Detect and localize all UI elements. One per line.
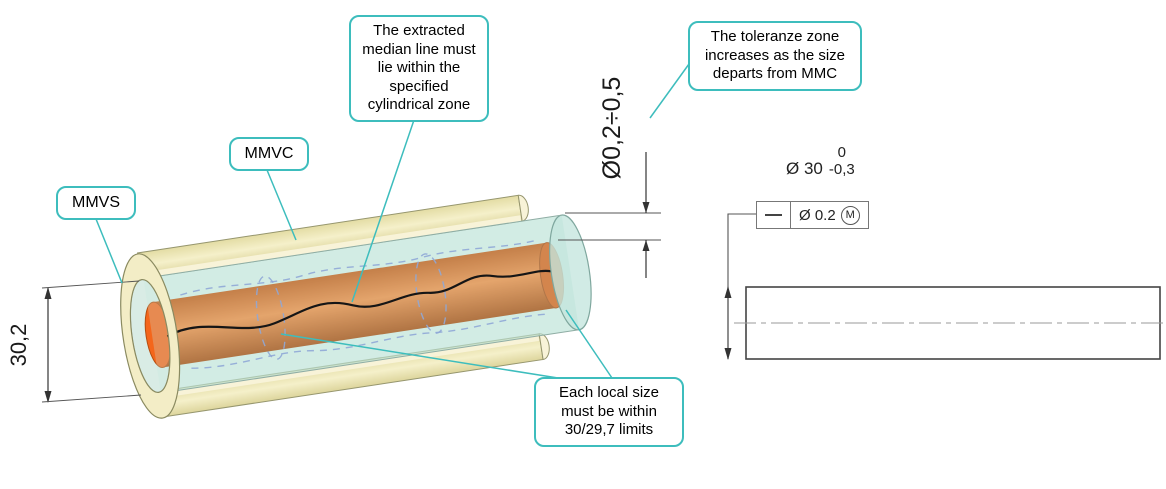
dim-mmvs-ext-bottom — [41, 394, 142, 403]
tolerance-zone-bottom-edge — [160, 329, 580, 394]
callout-local-size: Each local size must be within 30/29,7 l… — [534, 377, 684, 447]
leader-lines — [95, 63, 690, 379]
dim-mmvs-arrow-top — [44, 287, 52, 299]
lower-deviation: -0,3 — [828, 161, 855, 179]
drawing-2d — [724, 213, 1166, 360]
size-dim-arrow-bottom — [724, 348, 732, 360]
size-dimension-text: Ø 30 0 -0,3 — [786, 144, 855, 179]
actual-surface-dashed-bottom — [191, 313, 550, 369]
fcf-symbol-cell — [757, 202, 790, 228]
leader-mmvc — [266, 169, 297, 241]
straightness-symbol-icon — [765, 214, 782, 216]
dim-mmvs-arrow-bottom — [44, 391, 52, 403]
leader-tolerance-zone — [649, 63, 690, 119]
actual-surface-dashed-top — [180, 239, 539, 296]
shell-bottom-cut-face — [159, 334, 540, 399]
fcf-tolerance-cell: Ø 0.2 M — [790, 202, 868, 228]
dim-zone-arrow-top — [642, 202, 650, 213]
shell-top-cut-face — [141, 215, 522, 279]
fcf-tolerance-value: Ø 0.2 — [799, 206, 836, 224]
dim-zone-arrow-bottom — [642, 240, 650, 251]
callout-tolerance-zone: The toleranze zone increases as the size… — [688, 21, 862, 91]
local-section-dashed-1 — [255, 275, 286, 361]
dim-mmvs-ext-top — [41, 280, 140, 289]
leader-median — [351, 119, 415, 303]
tolerance-zone-top-edge — [143, 214, 562, 279]
dim-mmvs-text: 30,2 — [6, 324, 31, 367]
leader-local-size-2 — [565, 309, 613, 379]
dimension-mmvs: 30,2 — [6, 280, 142, 403]
callout-mmvs: MMVS — [56, 186, 136, 220]
size-value: Ø 30 — [786, 158, 823, 178]
size-dim-arrow-top — [724, 286, 732, 298]
callout-mmvc: MMVC — [229, 137, 309, 171]
dimension-zone: Ø0,2÷0,5 — [558, 77, 661, 278]
3d-part-illustration — [120, 194, 592, 419]
extracted-median-line — [166, 269, 552, 338]
feature-control-frame: Ø 0.2 M — [756, 201, 869, 229]
fcf-leader-line — [727, 213, 756, 287]
mmc-modifier-icon: M — [840, 205, 860, 225]
shell-left-annulus — [120, 253, 181, 419]
deviation-stack: 0 -0,3 — [829, 144, 855, 179]
callout-median-line: The extracted median line must lie withi… — [349, 15, 489, 122]
dim-zone-text: Ø0,2÷0,5 — [598, 77, 626, 180]
tolerance-zone-front — [143, 215, 580, 394]
upper-deviation: 0 — [837, 144, 846, 161]
leader-local-size-1 — [280, 333, 559, 379]
leader-mmvs — [95, 218, 123, 284]
